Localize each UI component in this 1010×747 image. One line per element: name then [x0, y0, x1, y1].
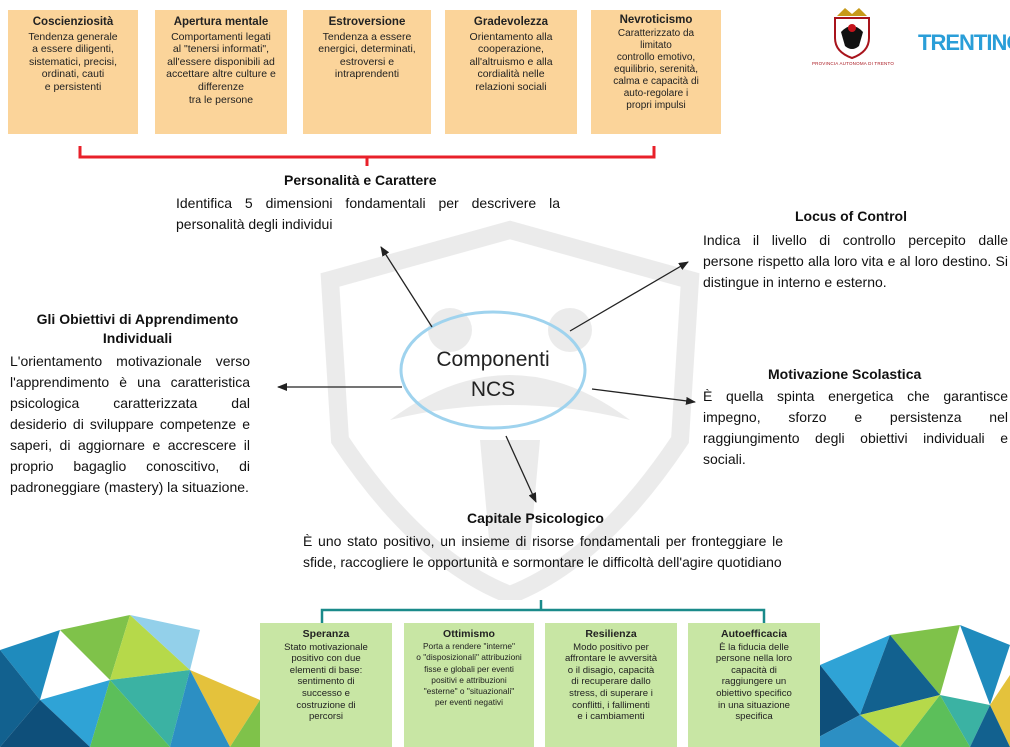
capital-title: Capitale Psicologico — [467, 510, 604, 526]
personality-title: Personalità e Carattere — [284, 172, 437, 188]
trait-description: Tendenza generale a essere diligenti, si… — [28, 30, 118, 93]
trentino-logo: TRENTINO — [918, 30, 1010, 55]
trait-description: Orientamento alla cooperazione, all'altr… — [469, 30, 553, 93]
trait-box-apertura-mentale: Apertura mentale Comportamenti legati al… — [155, 10, 287, 134]
capital-item-title: Resilienza — [585, 628, 637, 640]
capital-item-title: Autoefficacia — [721, 628, 787, 640]
trait-box-estroversione: Estroversione Tendenza a essere energici… — [303, 10, 431, 134]
center-label-line1: Componenti — [436, 348, 550, 371]
capital-box-speranza: Speranza Stato motivazionale positivo co… — [260, 623, 392, 747]
personality-text: Identifica 5 dimensioni fondamentali per… — [176, 195, 560, 232]
capital-text: È uno stato positivo, un insieme di riso… — [303, 533, 783, 570]
arrow-to-locus — [569, 261, 689, 332]
triangle-decoration-left — [0, 615, 280, 747]
capital-box-resilienza: Resilienza Modo positivo per affrontare … — [545, 623, 677, 747]
trait-description: Tendenza a essere energici, determinati,… — [318, 30, 416, 81]
center-label: Componenti NCS — [408, 345, 578, 405]
capital-box-autoefficacia: Autoefficacia È la fiducia delle persone… — [688, 623, 820, 747]
triangle-decoration-right — [800, 625, 1010, 747]
arrow-to-personality — [380, 246, 433, 328]
trait-title: Nevroticismo — [619, 14, 693, 26]
trait-description: Caratterizzato da limitato controllo emo… — [613, 28, 699, 111]
locus-text: Indica il livello di controllo percepito… — [703, 232, 1008, 290]
center-label-line2: NCS — [470, 378, 516, 401]
watermark-eagle-icon — [320, 220, 700, 600]
capital-item-description: È la fiducia delle persone nella loro ca… — [715, 641, 793, 723]
arrow-to-motivation — [591, 388, 696, 405]
trait-box-coscienziosita: Coscienziosità Tendenza generale a esser… — [8, 10, 138, 134]
trait-box-nevroticismo: Nevroticismo Caratterizzato da limitato … — [591, 10, 721, 134]
province-caption: PROVINCIA AUTONOMA DI TRENTO — [811, 61, 895, 66]
capital-item-description: Stato motivazionale positivo con due ele… — [284, 641, 368, 723]
locus-title: Locus of Control — [795, 208, 907, 224]
objectives-title: Gli Obiettivi di Apprendimento Individua… — [36, 311, 239, 346]
trait-box-gradevolezza: Gradevolezza Orientamento alla cooperazi… — [445, 10, 577, 134]
arrow-to-capital — [505, 435, 537, 503]
trait-title: Coscienziosità — [32, 16, 114, 28]
objectives-text: L'orientamento motivazionale verso l'app… — [10, 353, 250, 495]
province-logo: PROVINCIA AUTONOMA DI TRENTO — [812, 2, 894, 74]
capital-item-description: Modo positivo per affrontare le avversit… — [564, 641, 658, 723]
capital-item-title: Speranza — [302, 628, 350, 640]
trait-title: Gradevolezza — [473, 16, 549, 28]
trait-description: Comportamenti legati al "tenersi informa… — [166, 30, 276, 106]
capital-item-description: Porta a rendere "interne" o "disposizion… — [416, 641, 522, 708]
province-crest-icon — [834, 8, 870, 60]
trait-title: Apertura mentale — [173, 16, 269, 28]
teal-bracket — [320, 608, 766, 624]
trait-title: Estroversione — [328, 16, 406, 28]
center-ellipse — [399, 310, 587, 430]
capital-item-title: Ottimismo — [443, 628, 495, 640]
red-bracket — [78, 146, 656, 159]
motivation-title: Motivazione Scolastica — [768, 366, 922, 382]
motivation-text: È quella spinta energetica che garantisc… — [703, 388, 1008, 467]
capital-box-ottimismo: Ottimismo Porta a rendere "interne" o "d… — [404, 623, 534, 747]
